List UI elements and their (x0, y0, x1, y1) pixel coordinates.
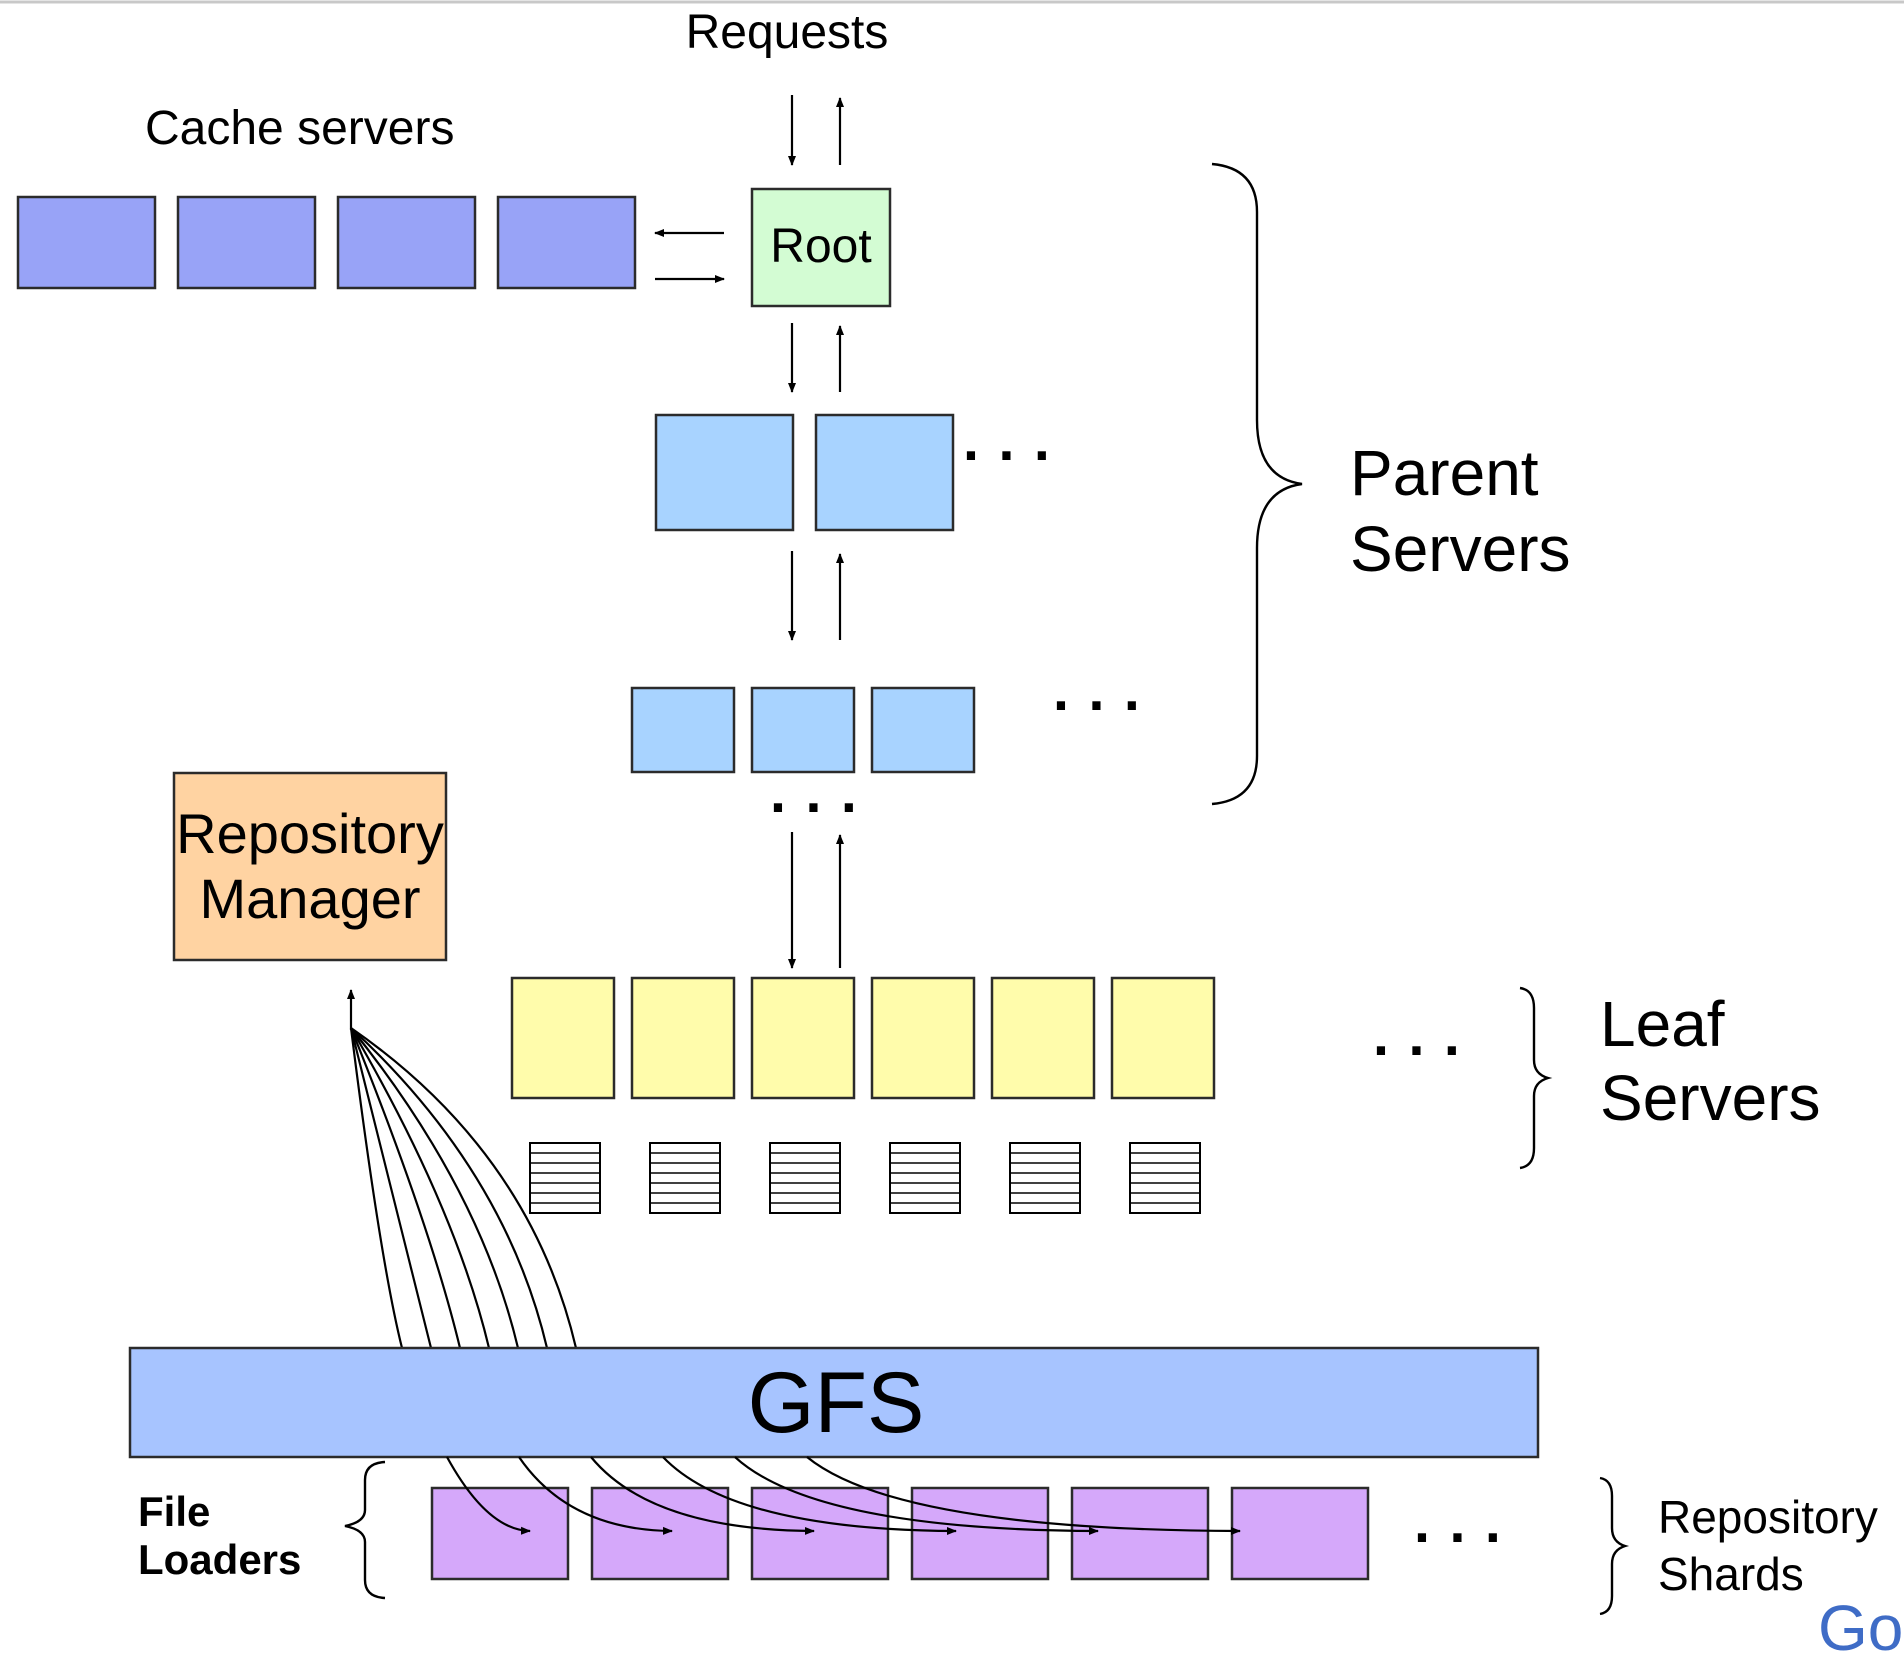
gfs-bar (128, 1346, 1540, 1459)
leaf-disk (769, 1142, 841, 1214)
leaf-server (1110, 976, 1216, 1100)
gfs-loader-curve (590, 1456, 815, 1535)
gfs-to-manager-curves (347, 989, 578, 1349)
gfs-manager-curve (350, 1027, 578, 1349)
leaf-server (990, 976, 1096, 1100)
leaf-disk (529, 1142, 601, 1214)
file-loader (430, 1486, 570, 1581)
gfs-label: GFS (748, 1355, 925, 1451)
leaf-disk (889, 1142, 961, 1214)
parent-servers-label-line2: Servers (1350, 513, 1571, 585)
repository-manager-label-line2: Manager (199, 867, 420, 930)
file-loader (750, 1486, 890, 1581)
root-server (750, 187, 892, 308)
leaf-disk (649, 1142, 721, 1214)
gfs-loader-curve (806, 1456, 1241, 1535)
gfs-manager-curve (350, 1027, 520, 1349)
file-loaders-ellipsis: · · · (1414, 1505, 1504, 1570)
leaf-disks-group (529, 1142, 1201, 1214)
requests-label: Requests (686, 6, 889, 59)
leaf-servers-brace (1519, 986, 1553, 1170)
repository-manager-label-line1: Repository (176, 802, 444, 865)
gfs-manager-curve (350, 1027, 491, 1349)
gfs-loader-curve (518, 1456, 673, 1535)
cache-server (176, 195, 317, 290)
leaf-server (750, 976, 856, 1100)
cache-root-arrows (654, 229, 725, 283)
gfs-manager-curve (349, 1027, 404, 1349)
leaf-servers-group (510, 976, 1216, 1100)
gfs-manager-curve (349, 1027, 462, 1349)
requests-arrows (788, 95, 844, 166)
parent-server (750, 686, 856, 774)
leaf-server (630, 976, 736, 1100)
repository-shards-label-line2: Shards (1658, 1548, 1804, 1600)
file-loader (910, 1486, 1050, 1581)
parent-servers-level2 (630, 686, 976, 774)
parent-server (814, 413, 955, 532)
parent-server (870, 686, 976, 774)
cache-servers-label: Cache servers (145, 102, 454, 155)
gfs-loader-curve (446, 1456, 531, 1535)
parent-levels-arrows (788, 551, 844, 641)
cache-server (16, 195, 157, 290)
leaf-ellipsis: · · · (1373, 1018, 1463, 1083)
file-loaders-group (430, 1486, 1370, 1581)
google-logo: Go (1818, 1592, 1903, 1654)
file-loaders-brace (344, 1460, 386, 1600)
leaf-server (510, 976, 616, 1100)
file-loader (1230, 1486, 1370, 1581)
parent-server (630, 686, 736, 774)
parent-level2-ellipsis: · · · (1053, 673, 1143, 738)
repository-manager-box (172, 771, 448, 962)
parent-server (654, 413, 795, 532)
parent-servers-level1 (654, 413, 955, 532)
root-parent-arrows (788, 323, 844, 393)
file-loader (590, 1486, 730, 1581)
leaf-disk (1009, 1142, 1081, 1214)
leaf-servers-label-line1: Leaf (1600, 988, 1725, 1060)
parent-leaf-arrows (788, 832, 844, 969)
intermediate-levels-ellipsis: · · · (770, 775, 860, 840)
cache-server (336, 195, 477, 290)
gfs-loader-curve (734, 1456, 1099, 1535)
parent-level1-ellipsis: · · · (963, 423, 1053, 488)
leaf-server (870, 976, 976, 1100)
gfs-loader-curve (662, 1456, 957, 1535)
leaf-disk (1129, 1142, 1201, 1214)
parent-servers-brace (1211, 162, 1303, 806)
repository-shards-brace (1599, 1476, 1630, 1616)
leaf-servers-label-line2: Servers (1600, 1062, 1821, 1134)
gfs-to-loader-curves (446, 1456, 1241, 1535)
file-loaders-label-line1: File (138, 1488, 210, 1535)
gfs-manager-curve (350, 1027, 549, 1349)
file-loaders-label-line2: Loaders (138, 1536, 301, 1583)
cache-server (496, 195, 637, 290)
parent-servers-label-line1: Parent (1350, 437, 1539, 509)
cache-servers-group (16, 195, 637, 290)
root-label: Root (770, 220, 871, 273)
gfs-manager-curve (349, 1027, 433, 1349)
file-loader (1070, 1486, 1210, 1581)
repository-shards-label-line1: Repository (1658, 1491, 1878, 1543)
